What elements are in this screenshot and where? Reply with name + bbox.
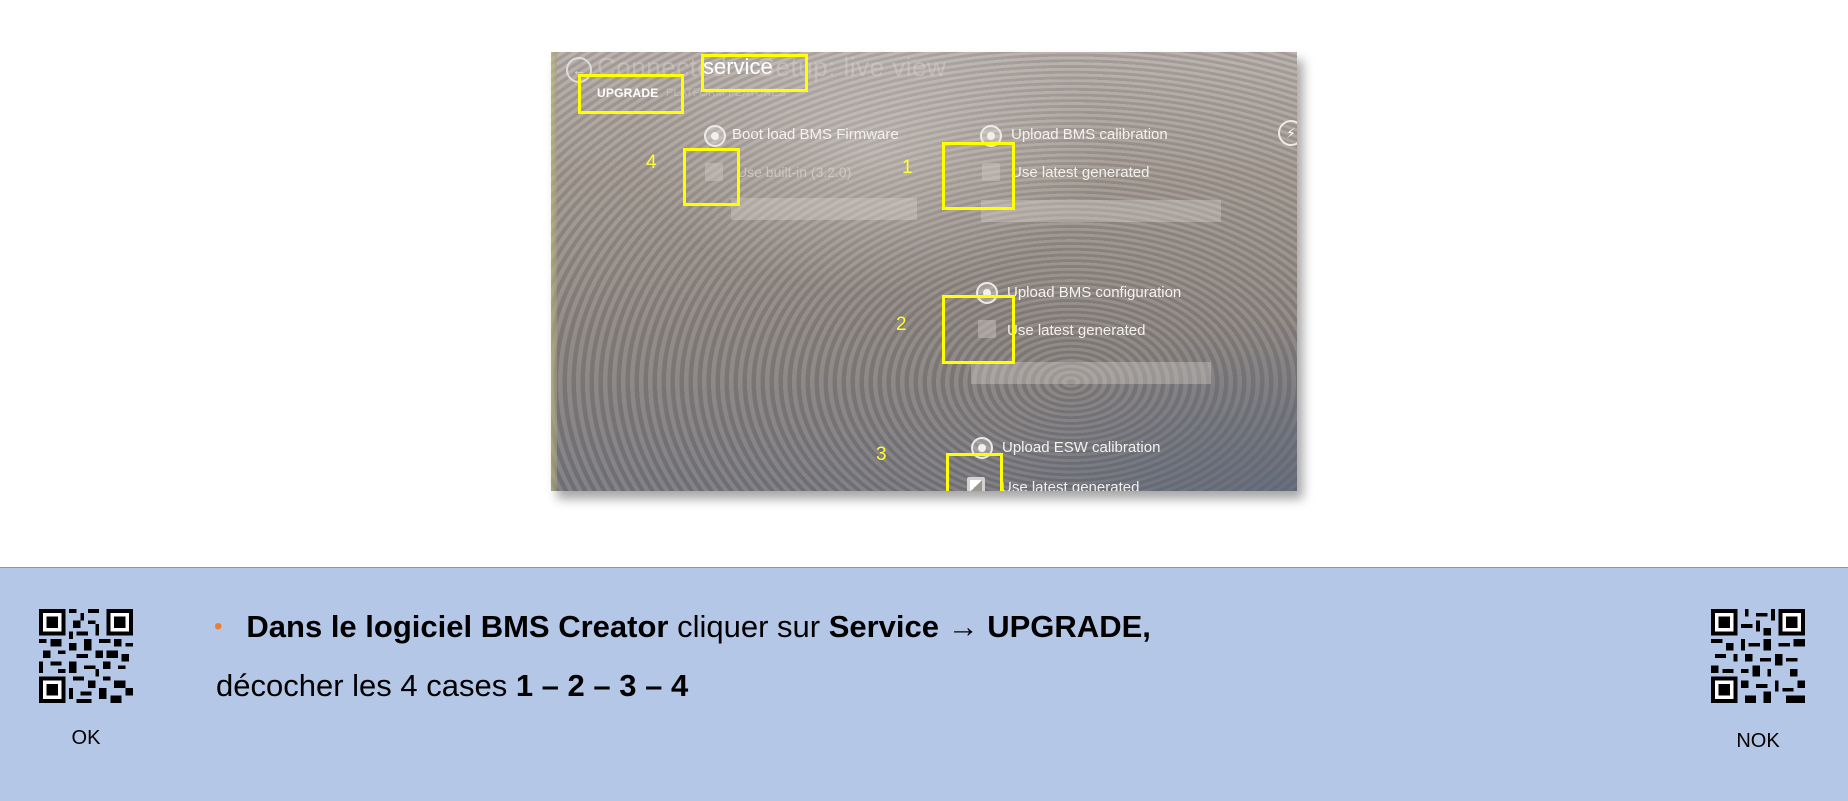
- bms-calibration-field[interactable]: [981, 200, 1221, 222]
- lightning-icon[interactable]: ⚡: [1278, 120, 1297, 146]
- instruction-bold-software: Dans le logiciel BMS Creator: [246, 609, 669, 644]
- qr-code-nok-icon[interactable]: [1711, 609, 1805, 703]
- instruction-line-1: • Dans le logiciel BMS Creator cliquer su…: [214, 609, 1151, 645]
- instruction-text-uncheck: décocher les 4 cases: [216, 668, 516, 703]
- highlight-checkbox-2: [942, 295, 1015, 364]
- bootload-section-icon: [704, 125, 726, 147]
- highlight-upgrade: [578, 74, 684, 114]
- screen-glare: [631, 52, 1111, 292]
- tab-service[interactable]: service: [703, 54, 773, 79]
- bootload-option-label: Use built-in (3.2.0): [737, 164, 852, 180]
- instruction-bold-service: Service → UPGRADE,: [828, 609, 1151, 644]
- highlight-service: [701, 54, 808, 92]
- screen-edge: [551, 52, 557, 491]
- esw-calibration-option-label: Use latest generated: [1001, 479, 1140, 491]
- marker-1: 1: [902, 157, 913, 178]
- bms-configuration-option-label: Use latest generated: [1007, 322, 1146, 339]
- bootload-checkbox[interactable]: [705, 163, 723, 181]
- bullet-icon: •: [214, 613, 223, 640]
- highlight-checkbox-4: [683, 148, 740, 206]
- bms-configuration-title: Upload BMS configuration: [1007, 284, 1182, 301]
- instruction-line-2: décocher les 4 cases 1 – 2 – 3 – 4: [216, 668, 688, 704]
- bootload-field[interactable]: [731, 198, 917, 220]
- instruction-band: OK • Dans le logiciel BMS Creator cliquer…: [0, 567, 1848, 801]
- gear-icon: [980, 125, 1002, 147]
- marker-2: 2: [896, 314, 907, 335]
- bms-configuration-checkbox[interactable]: [978, 320, 996, 338]
- qr-ok-caption: OK: [71, 727, 101, 749]
- highlight-checkbox-1: [942, 142, 1015, 210]
- software-screenshot-photo: ← Connected – Setup: live view service U…: [551, 52, 1297, 491]
- bms-calibration-option-label: Use latest generated: [1011, 164, 1150, 181]
- gear-icon: [976, 282, 998, 304]
- bootload-title: Boot load BMS Firmware: [732, 126, 899, 143]
- esw-calibration-checkbox[interactable]: [967, 477, 985, 491]
- esw-calibration-title: Upload ESW calibration: [1002, 439, 1161, 456]
- tab-upgrade[interactable]: UPGRADE: [597, 86, 659, 100]
- bms-configuration-field[interactable]: [971, 362, 1211, 384]
- instruction-bold-boxes: 1 – 2 – 3 – 4: [515, 668, 689, 703]
- qr-code-ok-icon[interactable]: [39, 609, 133, 703]
- instruction-text-click: cliquer sur: [668, 609, 829, 644]
- screen-title: Connected – Setup: live view: [597, 52, 947, 82]
- marker-4: 4: [646, 152, 657, 173]
- highlight-checkbox-3: [946, 453, 1003, 491]
- qr-nok-caption: NOK: [1736, 730, 1780, 752]
- bms-calibration-checkbox[interactable]: [982, 163, 1000, 181]
- bms-calibration-title: Upload BMS calibration: [1011, 126, 1168, 143]
- marker-3: 3: [876, 444, 887, 465]
